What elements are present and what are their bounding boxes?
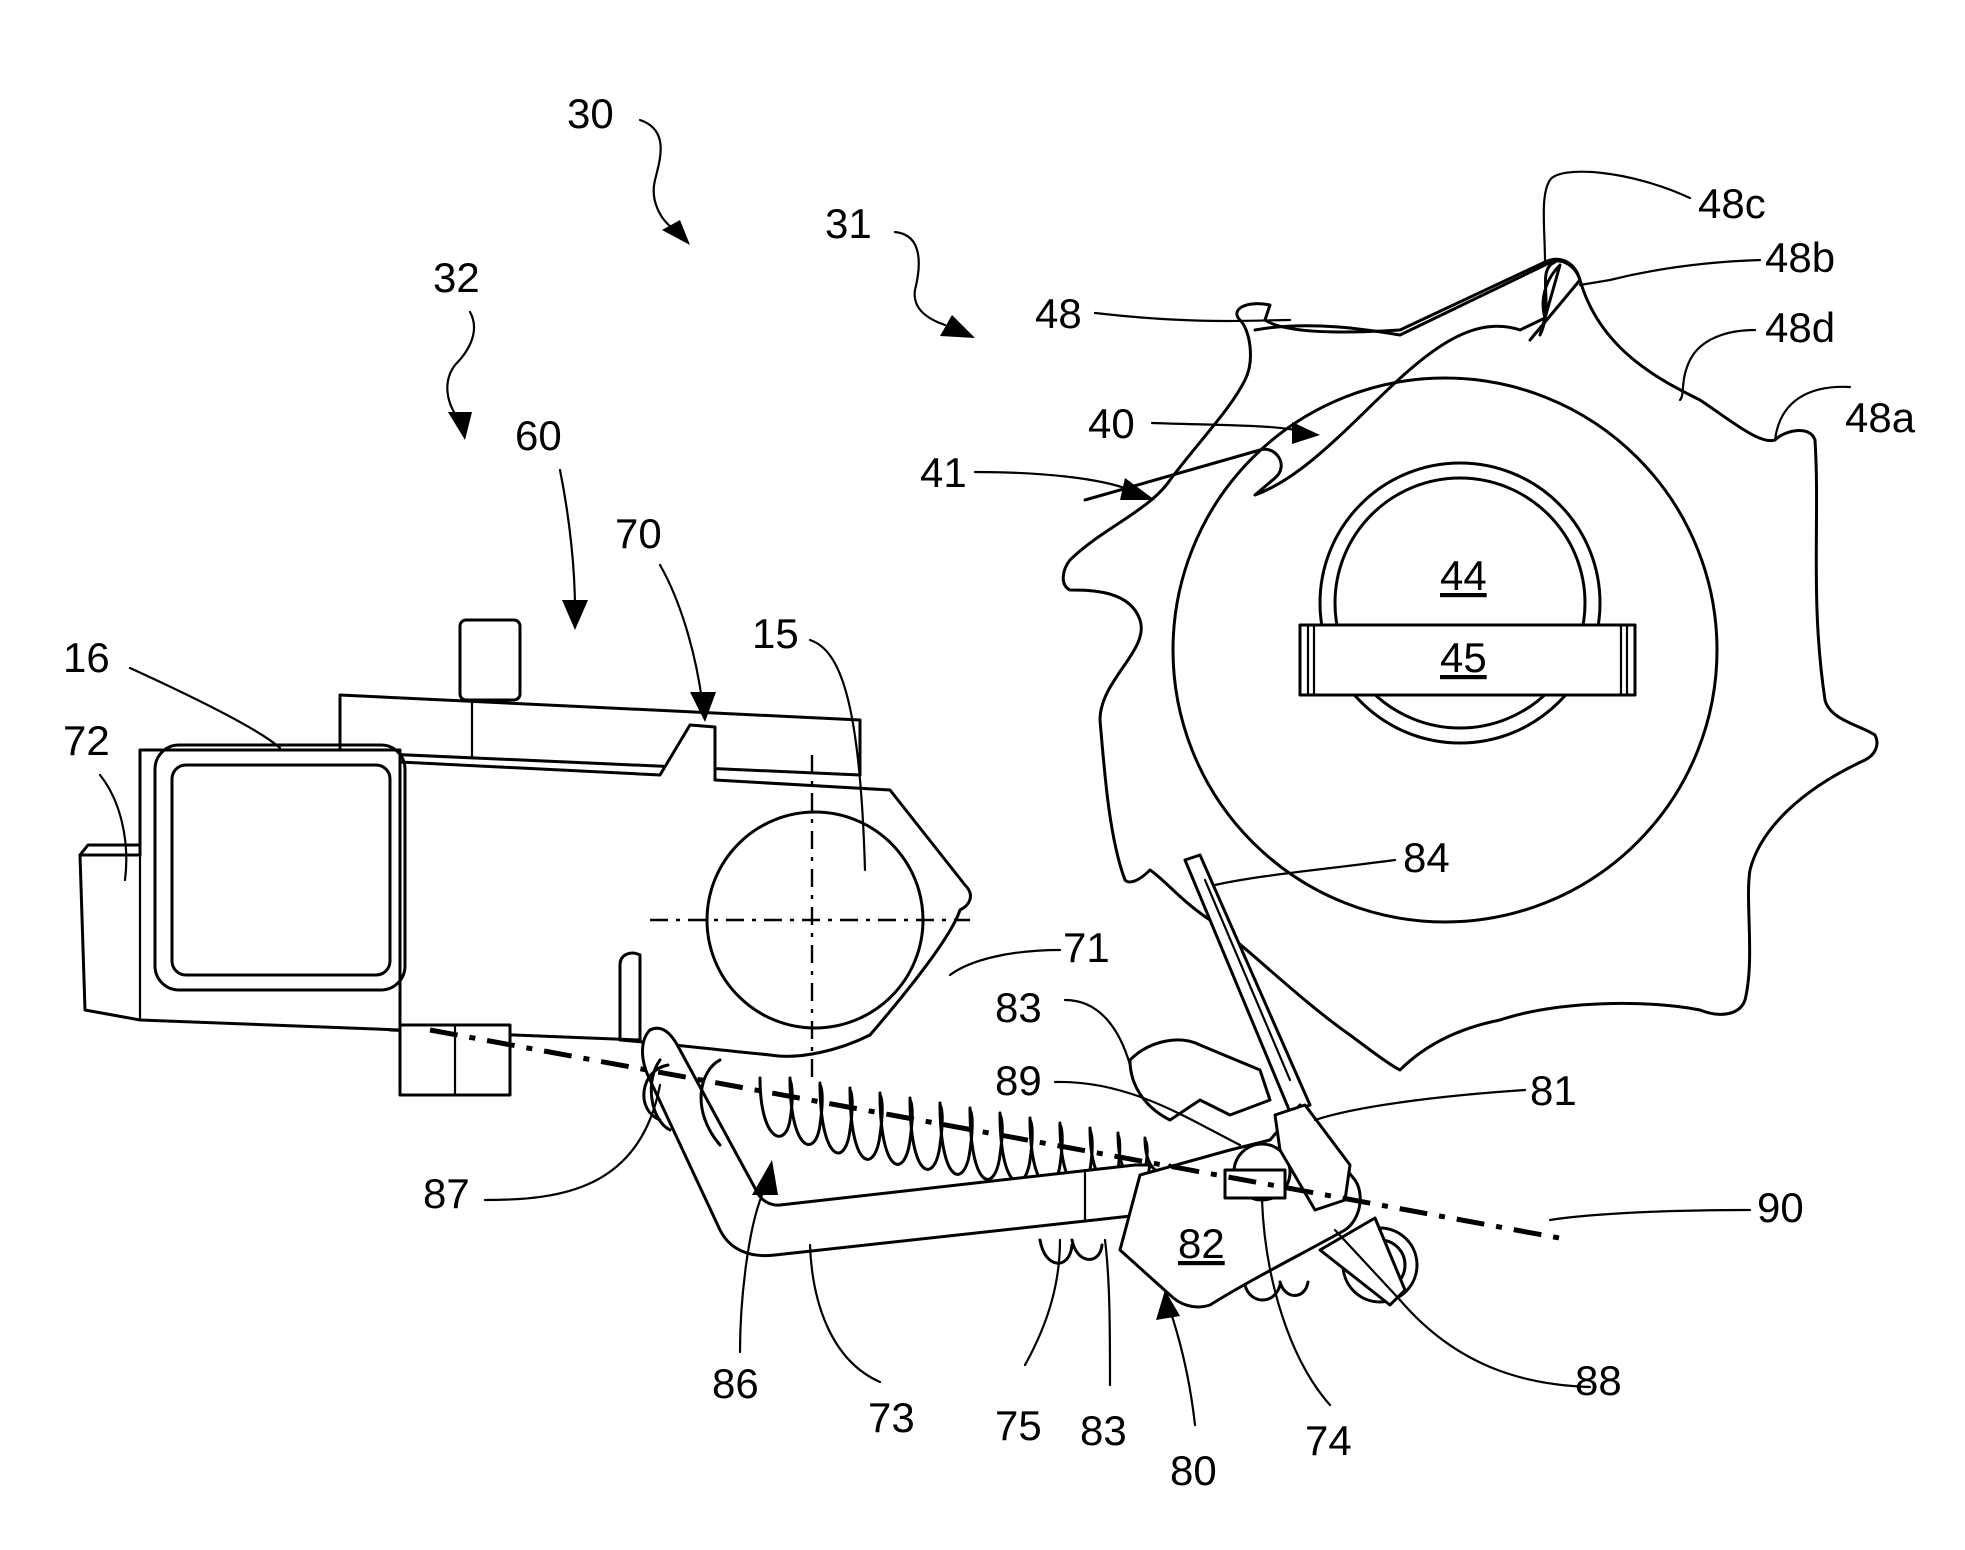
label-87: 87 [423,1170,470,1217]
tensioner-block [80,620,970,1095]
label-15: 15 [752,610,799,657]
left-housing [80,750,400,1030]
arrow-60-icon [562,600,588,630]
label-88: 88 [1575,1357,1622,1404]
label-48: 48 [1035,290,1082,337]
label-82: 82 [1178,1220,1225,1267]
label-41: 41 [920,449,967,496]
lever-arm [643,1028,1151,1255]
label-83-lower: 83 [1080,1407,1127,1454]
label-80: 80 [1170,1447,1217,1494]
top-bolt [460,620,520,700]
sprocket-outline [1085,261,1580,500]
label-45: 45 [1440,634,1487,681]
label-73: 73 [868,1394,915,1441]
label-60: 60 [515,412,562,459]
label-48c: 48c [1698,180,1766,227]
label-31: 31 [825,200,872,247]
label-44: 44 [1440,552,1487,599]
arrow-40-icon [1292,422,1320,444]
label-30: 30 [567,90,614,137]
label-89: 89 [995,1057,1042,1104]
arrow-32-icon [448,412,472,440]
shaft-outer-circle [1320,463,1600,743]
label-40: 40 [1088,400,1135,447]
label-74: 74 [1305,1417,1352,1464]
label-86: 86 [712,1360,759,1407]
label-48b: 48b [1765,234,1835,281]
pawl-hook [1130,1040,1270,1120]
label-72: 72 [63,717,110,764]
label-48a: 48a [1845,394,1916,441]
label-16: 16 [63,634,110,681]
arrow-31-icon [940,315,975,338]
label-84: 84 [1403,834,1450,881]
label-81: 81 [1530,1067,1577,1114]
arrow-86-icon [752,1160,778,1195]
label-32: 32 [433,254,480,301]
label-83-upper: 83 [995,984,1042,1031]
label-71: 71 [1063,924,1110,971]
label-90: 90 [1757,1184,1804,1231]
label-75: 75 [995,1402,1042,1449]
label-70: 70 [615,510,662,557]
label-48d: 48d [1765,304,1835,351]
